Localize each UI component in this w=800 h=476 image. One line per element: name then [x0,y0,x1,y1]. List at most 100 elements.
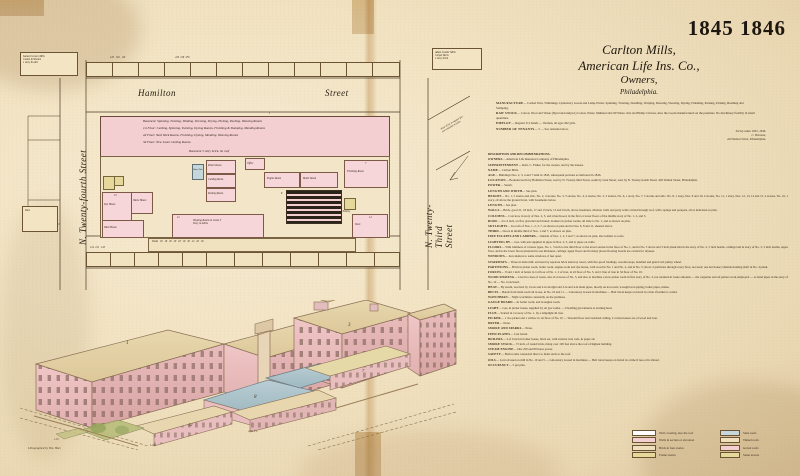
desc-row-manufacture: MANUFACTURE— Carded Yarn, Trimmings, Uph… [496,101,756,110]
spec-text: — 72 inch, of round brick, rising over 1… [512,341,613,346]
spec-row: SMOKE STACK— 72 inch, of round brick, ri… [488,342,788,346]
survey-text-column: 1845 1846 Carlton Mills, American Life I… [478,0,800,476]
spec-text: — Cast iron, in story of Nos. 2, 3, and … [504,213,647,218]
spec-row: OCCUPANCY— 5 per plan. [488,363,788,367]
hamilton-street-dimension-strip [86,62,400,77]
spec-text: — One 250 and 80 horse power. [513,347,553,352]
plan-caption-basement: Basement: Spinning, Twisting, Winding, D… [143,119,263,123]
desc-label: NUMBER OF TENANTS [496,126,535,131]
spec-row: FLOORS— With trimmers of various types, … [488,245,788,254]
spec-text: — 4 to 6 inch, on flat, graveled and tin… [497,218,631,223]
spec-label: GAUGE BOARD [488,300,513,305]
legend-item: Stone towers [720,452,782,459]
room-wash-house: Wash House [102,220,144,238]
spec-label: SMOKE STACK [488,341,513,346]
spec-label: WOOD SHAVING [488,275,515,280]
room-label: Water Tank [193,169,203,171]
surveyor-signature: Survey taken 1845, 1846. C. Brennan, 429… [727,129,766,142]
legend-swatch [720,444,740,451]
room-carding: Carding Room [206,174,236,188]
desc-row-employ: EMPLOY— Regular 312 hands — Women, all a… [496,121,756,126]
spec-label: FORCES [488,270,502,274]
spec-label: SAFETY [488,352,501,357]
room-label: Boiler Room [303,177,317,180]
spec-label: SUPERINTENDENT [488,162,519,167]
room-boiler: Boiler Room [300,172,338,188]
spec-text: — 4 of 6 inch in boiler house, brick set… [502,336,596,341]
legend-label: Stone towers [743,453,760,458]
block-number-13: 13 [114,194,117,197]
spec-label: BOILERS [488,336,503,341]
spec-label: HEIGHT [488,193,502,198]
spec-label: NAME [488,167,498,172]
block-number-8: 8 [281,192,283,195]
spec-label: WALLS [488,208,500,213]
specs-heading: DESCRIPTION AND RECOMMENDATIONS. [488,152,551,156]
room-label: Weaving Rooms in Cases 3 Story in tables [193,219,222,226]
desc-label: RAW STOCK [496,111,518,116]
room-label: Waste House [133,199,147,202]
spec-label: STAIRWAYS [488,259,507,264]
room-label-chimney: Chimney [341,210,351,213]
room-finishing-east: Finishing Room 7 [344,160,388,188]
spec-text: — Bounded north by Hamilton Street, east… [505,178,698,183]
desc-text: — Carded Yarn, Trimmings, Upholstery Goo… [496,101,744,110]
dimension-figures-north: 120 118 110 220 228 230 [110,56,190,59]
isometric-drawing: 1 2 3 [19,291,457,451]
legend-label: Brick in four stories [659,445,684,450]
spec-row: COLUMNS— Cast iron, in story of Nos. 2, … [488,214,788,218]
block-number-14: 14 [369,216,372,219]
spec-label: LENGTH AND WIDTH [488,188,523,193]
spec-label: FEED PLATES [488,331,511,336]
room-picker: Picker Room [206,160,236,174]
room-label: Finishing Room [347,170,364,173]
room-label: Office [247,162,254,165]
spec-label: LENGTH [488,203,502,208]
desc-label: EMPLOY [496,121,512,126]
spec-label: LIGHTING BY [488,239,511,244]
spec-text: — 1 two picker and 1 willow in 1st floor… [500,315,658,320]
spec-text: — Lard oil used on mill in No. 10 and 5 … [495,357,660,362]
spec-row: WALLS— Brick, good 21, 18 inch, 17 and 1… [488,208,788,212]
spec-row: ROOF— 4 to 6 inch, on flat, graveled and… [488,219,788,223]
legend-swatch [632,444,656,451]
adjacent-property-label: Yard [25,209,30,212]
spec-label: THIRD [488,229,499,234]
spec-label: DRYER [488,321,500,326]
spec-label: PARTITIONS [488,264,509,269]
spec-text: — 5 per plan. [508,362,526,367]
adjacent-property-note-ne: Adam Coulter Mills Carpet Yarns 2 story … [432,48,482,70]
repair-tape-corner-left [0,0,44,16]
legend-item: Wall covering, also the roof [632,429,782,436]
desc-text: — 5 — See remarks below. [534,126,569,131]
spec-text: — Outside of Nos. 1, 2, 3 and 7, as show… [535,234,625,239]
street-label-hamilton: Hamilton [138,88,177,98]
spec-row: FIRE ESCAPES AND LADDERS— Outside of Nos… [488,234,788,238]
spec-row: OWNERS— American Life Insurance Company … [488,157,788,161]
legend-item: Gravel roofs [720,444,782,451]
room-label: Wash House [104,226,117,229]
spec-row: FORCES— 8 and 1 inch of hoists in 1st fl… [488,270,788,274]
desc-text: — Regular 312 hands — Women, all ages 26… [511,121,576,126]
surveyor-address: 429 Walnut Street, Philadelphia. [726,137,766,142]
spec-text: — No. 1, 5 stories and attic, No. 2, 4 s… [488,193,788,203]
spec-row: POWER— Steam. [488,183,788,187]
spec-text: — Brick in picker room, boiler room, eng… [508,264,769,269]
spec-row: THIRD— Doors in middle third of Nos. 1 a… [488,229,788,233]
dimension-figures-south: 124 122 120 226 224 226 224 [90,246,177,249]
room-label: Carding Room [208,178,224,181]
street-label-n24th: N. Twenty-fourth Street [78,149,88,245]
legend-label: Walls in section or elevation [659,438,695,443]
room-label: Dye House [104,203,116,206]
spec-label: COLUMNS [488,213,505,218]
main-mill-block-north-range: Basement: Spinning, Twisting, Winding, D… [100,112,390,158]
spec-row: LENGTH— See plan. [488,203,788,207]
block-number-7: 7 [365,162,367,165]
room-dye-house-west: Dye House 13 [102,192,132,222]
spec-row: BOILERS— 4 of 6 inch in boiler house, br… [488,337,788,341]
spec-row: WINDOWS— Iron shutters to some windows, … [488,254,788,258]
spec-label: OCCUPANCY [488,362,509,367]
legend-swatch [632,437,656,444]
manufacture-description: MANUFACTURE— Carded Yarn, Trimmings, Uph… [496,101,756,132]
